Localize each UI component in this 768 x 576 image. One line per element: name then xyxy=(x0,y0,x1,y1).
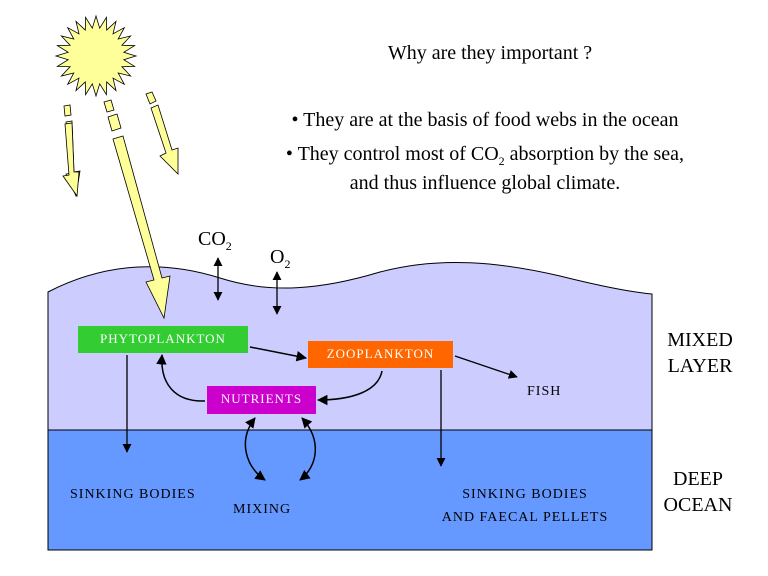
phytoplankton-box: PHYTOPLANKTON xyxy=(100,331,226,346)
bullet-food-webs-text: They are at the basis of food webs in th… xyxy=(303,109,679,131)
fish-label: FISH xyxy=(527,384,562,399)
deep-ocean-label: DEEP OCEAN xyxy=(648,466,748,518)
bullet-co2: • They control most of CO2 absorption by… xyxy=(285,143,685,168)
co2-label: CO2 xyxy=(198,228,232,254)
o2-label-sub: 2 xyxy=(284,257,291,271)
zoo-to-fish-arrow xyxy=(454,355,518,379)
zoo-to-nutrients-arrow xyxy=(316,370,383,406)
nutrients-box: NUTRIENTS xyxy=(220,391,303,406)
bullet-co2-text-end: absorption by the sea, xyxy=(504,143,685,165)
mixed-layer-label: MIXED LAYER xyxy=(650,327,750,379)
mixed-label-2: LAYER xyxy=(667,355,733,377)
mixed-label-1: MIXED xyxy=(667,329,733,351)
sunlight-arrow-right xyxy=(145,91,179,175)
mixing-label: MIXING xyxy=(233,502,292,517)
sinking-bodies-right-label: SINKING BODIES xyxy=(462,487,588,502)
deep-label-1: DEEP xyxy=(673,468,723,490)
deep-label-2: OCEAN xyxy=(663,494,733,516)
nutrients-to-phyto-arrow xyxy=(156,353,206,402)
mixing-arrow-right xyxy=(299,417,317,481)
phyto-to-zoo-arrow xyxy=(249,346,308,362)
bullet-climate: and thus influence global climate. xyxy=(349,172,621,194)
bullet-co2-text: They control most of CO xyxy=(297,143,499,165)
o2-label: O2 xyxy=(270,246,290,272)
o2-label-text: O xyxy=(270,246,285,268)
bullet-co2-sub: 2 xyxy=(498,154,505,168)
co2-label-text: CO xyxy=(198,228,226,250)
sinking-bodies-left-label: SINKING BODIES xyxy=(70,487,196,502)
deep-ocean xyxy=(47,429,653,551)
faecal-pellets-label: AND FAECAL PELLETS xyxy=(441,510,609,525)
zooplankton-box: ZOOPLANKTON xyxy=(326,346,435,361)
co2-label-sub: 2 xyxy=(225,239,232,253)
mixing-arrow-left xyxy=(244,417,266,481)
bullet-food-webs: • They are at the basis of food webs in … xyxy=(291,109,679,131)
sun-icon xyxy=(54,14,138,98)
diagram-heading: Why are they important ? xyxy=(387,42,593,64)
sunlight-arrow-main xyxy=(103,99,171,320)
sunlight-arrow-left xyxy=(62,104,81,198)
